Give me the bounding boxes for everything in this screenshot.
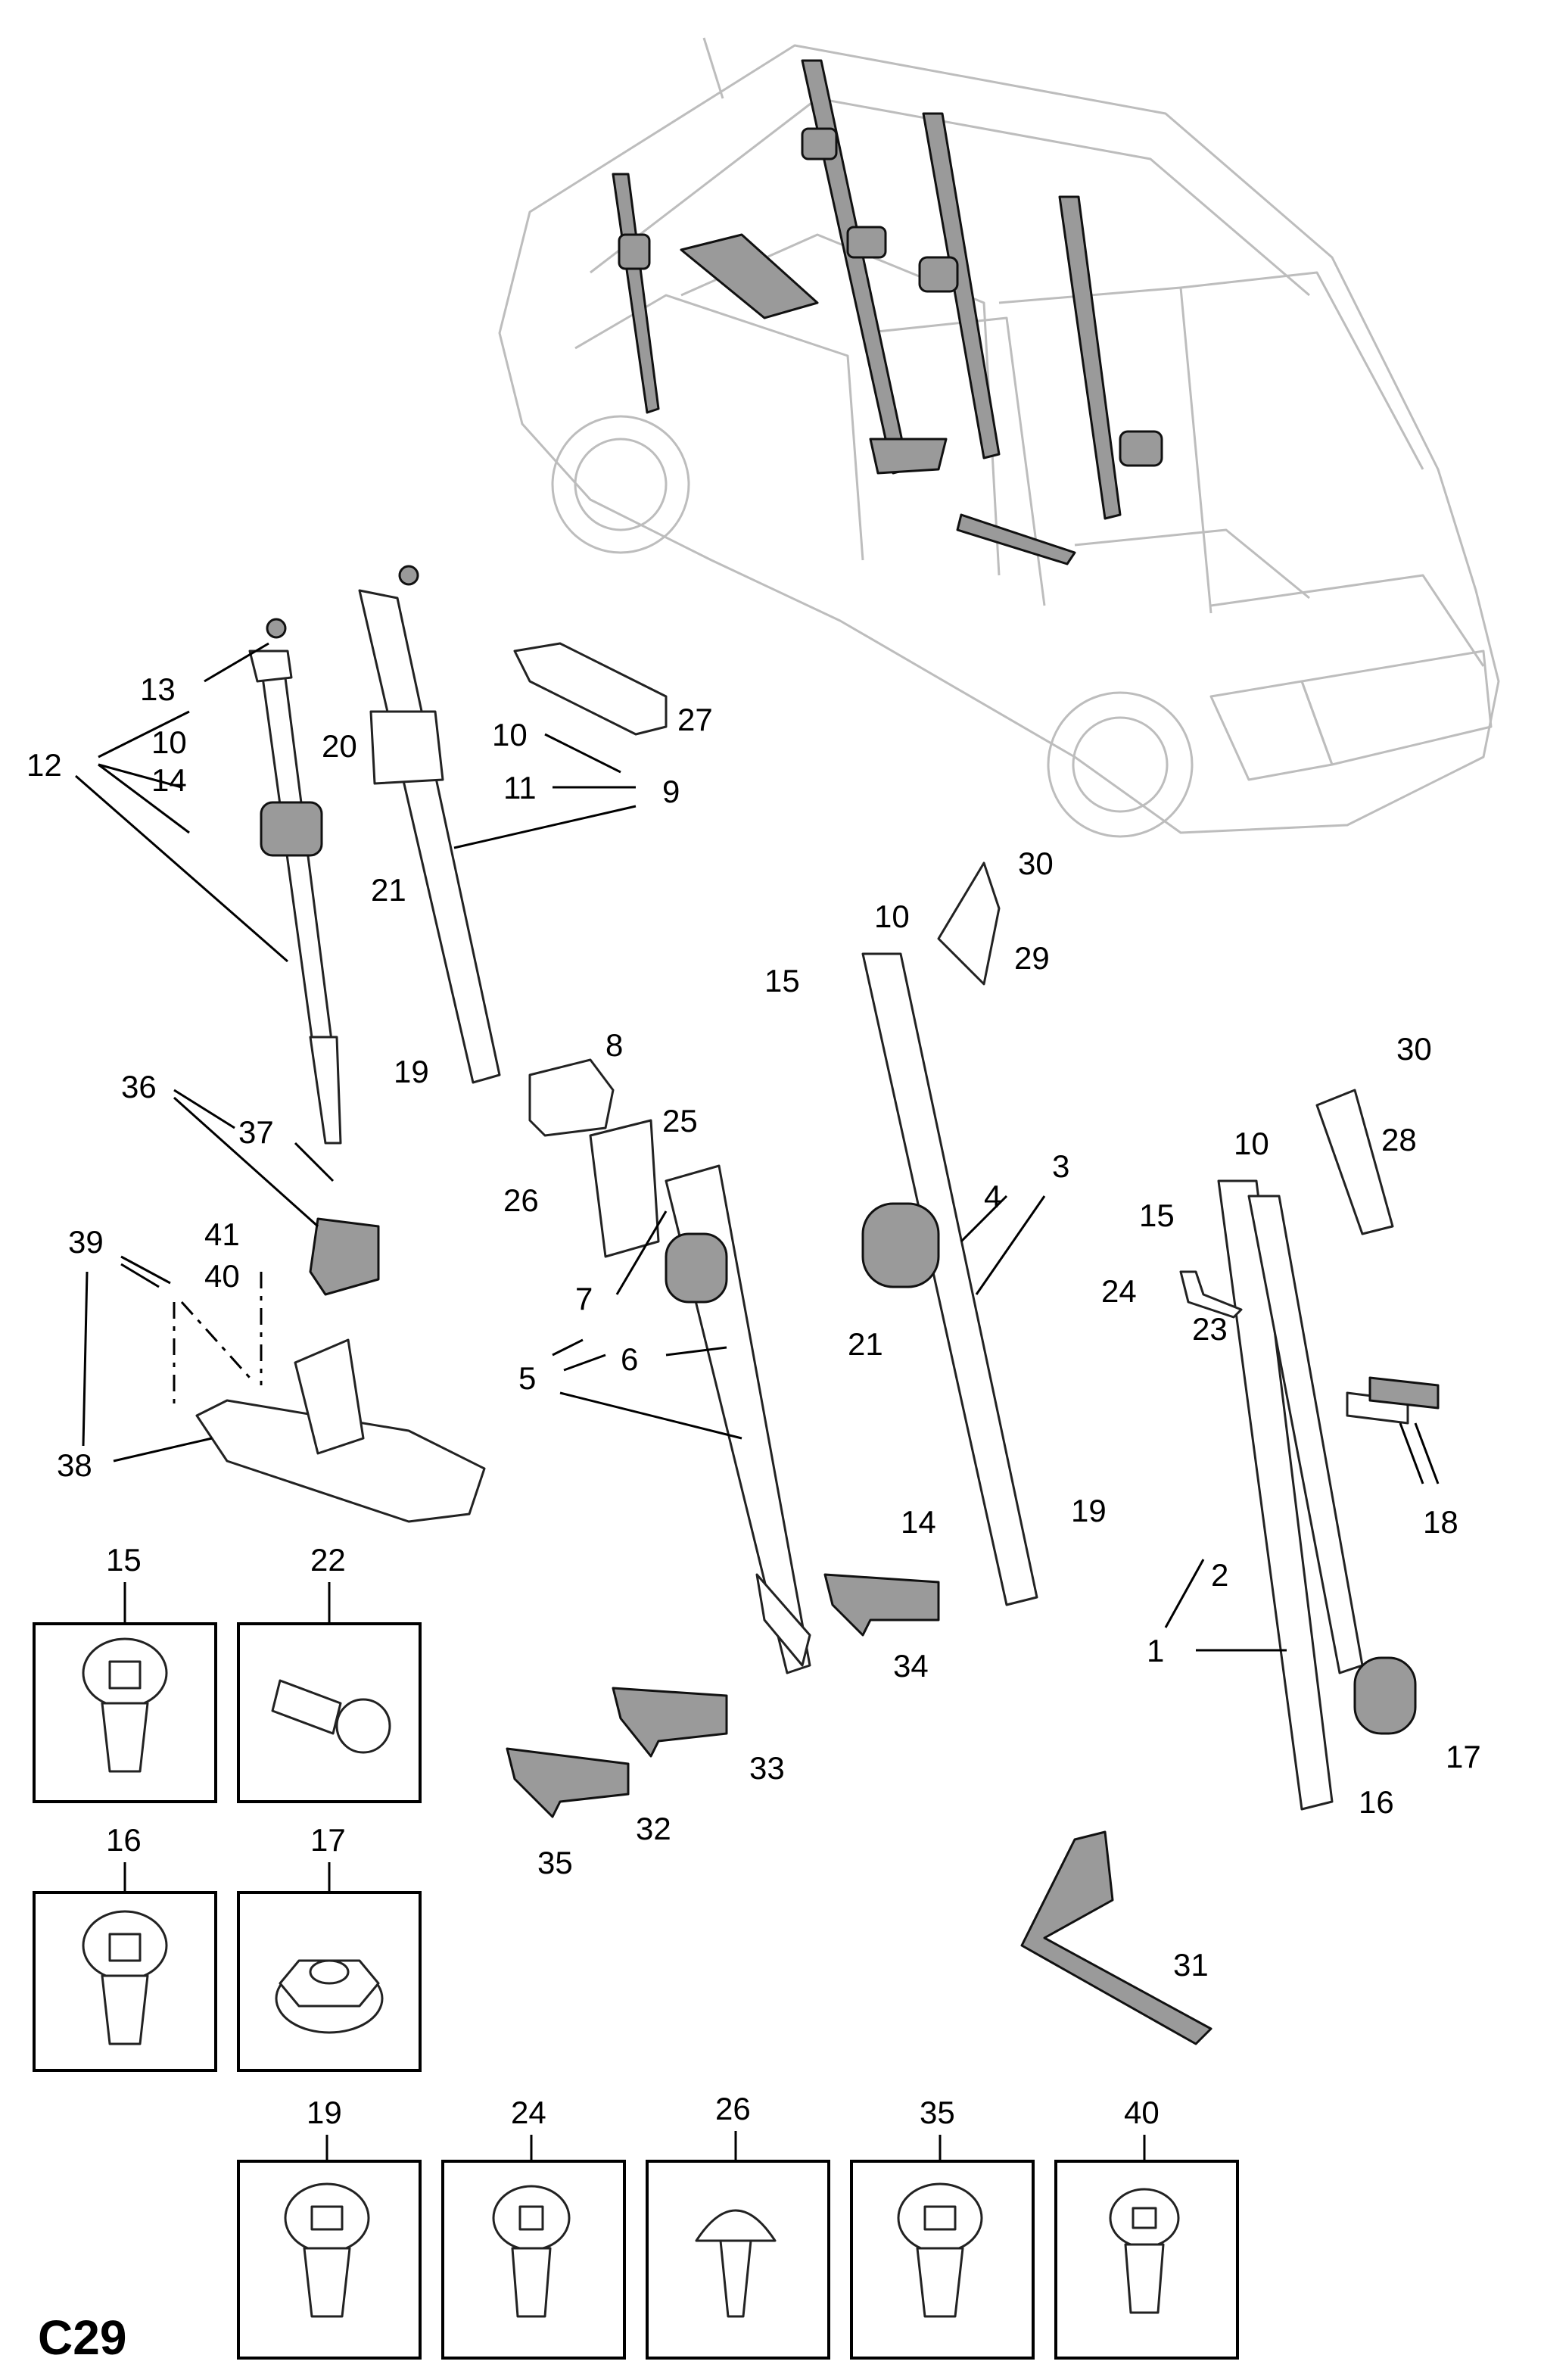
- bracket-icon: [528, 1058, 615, 1137]
- callout-33: 33: [749, 1750, 785, 1786]
- torx-screw-icon: [82, 1637, 168, 1773]
- callout-10b: 10: [492, 717, 528, 752]
- callout-9: 9: [662, 774, 680, 809]
- callout-5: 5: [518, 1360, 536, 1396]
- svg-text:15: 15: [106, 1542, 142, 1578]
- seat-belt-assembly-icon: [1217, 1089, 1417, 1811]
- callout-14b: 14: [901, 1504, 936, 1540]
- seat-belt-assembly-icon: [861, 861, 1038, 1606]
- callout-10c: 10: [874, 899, 910, 934]
- callout-labels: 1 2 3 4 5 6 7 8 9 10 10 10 10 10 11 12 1…: [26, 671, 1481, 1983]
- callout-3: 3: [1052, 1148, 1069, 1184]
- callout-29: 29: [1014, 940, 1050, 976]
- callout-19a: 19: [394, 1054, 429, 1089]
- callout-37: 37: [238, 1114, 274, 1150]
- callout-36: 36: [121, 1069, 157, 1104]
- detail-box-16: 16: [33, 1822, 217, 2072]
- callout-30a: 30: [1018, 846, 1054, 881]
- seat-belt-assembly-icon: [248, 618, 342, 1145]
- svg-text:16: 16: [106, 1822, 142, 1858]
- callout-24: 24: [1101, 1273, 1137, 1309]
- label-tag-icon: [1368, 1376, 1440, 1410]
- callout-32: 32: [636, 1811, 671, 1846]
- torx-screw-icon: [492, 2185, 571, 2318]
- bracket-icon: [1179, 1270, 1243, 1319]
- svg-text:26: 26: [715, 2091, 751, 2126]
- callout-17: 17: [1446, 1739, 1481, 1774]
- callout-30b: 30: [1396, 1031, 1432, 1067]
- callout-34: 34: [893, 1648, 929, 1684]
- callout-4: 4: [984, 1179, 1001, 1214]
- detail-box-26: 26: [646, 2091, 830, 2360]
- callout-20: 20: [322, 728, 357, 764]
- belt-buckle-icon: [823, 1573, 940, 1637]
- callout-19b: 19: [1071, 1493, 1107, 1528]
- hex-nut-icon: [275, 1959, 384, 2034]
- callout-15b: 15: [1139, 1198, 1175, 1233]
- detail-box-15: 15: [33, 1542, 217, 1803]
- round-head-screw-icon: [695, 2209, 777, 2318]
- callout-2: 2: [1211, 1557, 1228, 1593]
- svg-text:22: 22: [310, 1542, 346, 1578]
- callout-8: 8: [605, 1027, 623, 1063]
- callout-25: 25: [662, 1103, 698, 1139]
- callout-7: 7: [575, 1281, 593, 1316]
- svg-text:24: 24: [511, 2095, 546, 2130]
- callout-15a: 15: [764, 963, 800, 998]
- torx-screw-icon: [284, 2182, 370, 2318]
- detail-box-22: 22: [237, 1542, 422, 1803]
- callout-39: 39: [68, 1224, 104, 1260]
- callout-21b: 21: [848, 1326, 883, 1362]
- callout-23: 23: [1192, 1311, 1228, 1347]
- callout-6: 6: [621, 1341, 638, 1377]
- callout-14a: 14: [151, 762, 187, 798]
- callout-12: 12: [26, 747, 62, 783]
- svg-text:40: 40: [1124, 2095, 1160, 2130]
- callout-21a: 21: [371, 872, 406, 908]
- callout-16: 16: [1359, 1784, 1394, 1820]
- torx-screw-icon: [1109, 2188, 1180, 2314]
- detail-box-19: 19: [237, 2095, 422, 2360]
- callout-26: 26: [503, 1182, 539, 1218]
- bracket-icon: [173, 1272, 486, 1523]
- detail-box-35: 35: [850, 2095, 1035, 2360]
- svg-text:17: 17: [310, 1822, 346, 1858]
- belt-guide-icon: [513, 642, 668, 736]
- callout-13: 13: [140, 671, 176, 707]
- callout-18: 18: [1423, 1504, 1458, 1540]
- callout-11: 11: [503, 770, 537, 805]
- callout-35: 35: [537, 1845, 573, 1880]
- seat-belt-assembly-icon: [665, 1164, 811, 1674]
- belt-buckle-icon: [1020, 1830, 1212, 2045]
- callout-28: 28: [1381, 1122, 1417, 1157]
- detail-box-24: 24: [441, 2095, 626, 2360]
- callout-38: 38: [57, 1447, 92, 1483]
- callout-31: 31: [1173, 1947, 1209, 1983]
- svg-text:19: 19: [307, 2095, 342, 2130]
- callout-40: 40: [204, 1258, 240, 1294]
- page-code: C29: [38, 2310, 126, 2365]
- callout-1: 1: [1147, 1633, 1164, 1668]
- torx-screw-icon: [82, 1910, 168, 2045]
- torx-screw-icon: [271, 1679, 391, 1754]
- vehicle-outline-icon: [498, 37, 1500, 838]
- leader-lines: [75, 642, 1440, 1652]
- torx-screw-icon: [897, 2182, 983, 2318]
- callout-10d: 10: [1234, 1126, 1269, 1161]
- detail-box-17: 17: [237, 1822, 422, 2072]
- belt-buckle-icon: [612, 1687, 728, 1758]
- callout-27: 27: [677, 702, 713, 737]
- callout-41: 41: [204, 1216, 240, 1252]
- belt-buckle-icon: [506, 1747, 630, 1818]
- belt-buckle-icon: [309, 1217, 380, 1296]
- callout-10a: 10: [151, 724, 187, 760]
- bracket-icon: [589, 1119, 660, 1258]
- detail-box-40: 40: [1054, 2095, 1239, 2360]
- seat-belt-assembly-icon: [358, 565, 501, 1084]
- svg-text:35: 35: [920, 2095, 955, 2130]
